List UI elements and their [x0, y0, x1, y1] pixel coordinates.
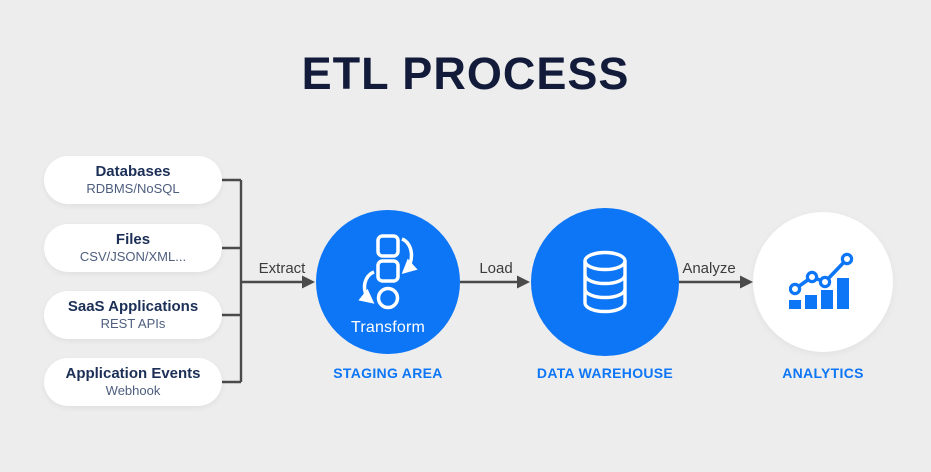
- source-name: Databases: [95, 163, 171, 180]
- source-bracket-lines: [221, 178, 243, 384]
- transform-icon: [358, 234, 418, 310]
- load-arrowhead: [517, 275, 530, 289]
- load-label: Load: [479, 260, 513, 277]
- data-warehouse-caption: DATA WAREHOUSE: [536, 365, 674, 381]
- source-pill-files: Files CSV/JSON/XML...: [44, 224, 222, 272]
- source-pill-databases: Databases RDBMS/NoSQL: [44, 156, 222, 204]
- source-detail: RDBMS/NoSQL: [86, 181, 180, 196]
- database-icon: [583, 250, 627, 314]
- staging-area-circle: Transform: [316, 210, 460, 354]
- source-detail: Webhook: [105, 383, 161, 398]
- source-detail: REST APIs: [100, 316, 166, 331]
- staging-area-caption: STAGING AREA: [333, 365, 443, 381]
- source-name: Application Events: [65, 365, 201, 382]
- source-pill-application-events: Application Events Webhook: [44, 358, 222, 406]
- page-title: ETL PROCESS: [301, 48, 630, 99]
- source-name: Files: [115, 231, 151, 248]
- source-pill-saas-applications: SaaS Applications REST APIs: [44, 291, 222, 339]
- extract-arrowhead: [302, 275, 315, 289]
- transform-circle-label: Transform: [350, 319, 426, 336]
- analytics-chart-icon: [789, 252, 854, 309]
- analyze-arrowhead: [740, 275, 753, 289]
- source-name: SaaS Applications: [67, 298, 199, 315]
- analytics-circle: [753, 212, 893, 352]
- extract-label: Extract: [258, 260, 306, 277]
- analyze-label: Analyze: [682, 260, 736, 277]
- data-warehouse-circle: [531, 208, 679, 356]
- analytics-caption: ANALYTICS: [782, 365, 864, 381]
- source-detail: CSV/JSON/XML...: [79, 249, 187, 264]
